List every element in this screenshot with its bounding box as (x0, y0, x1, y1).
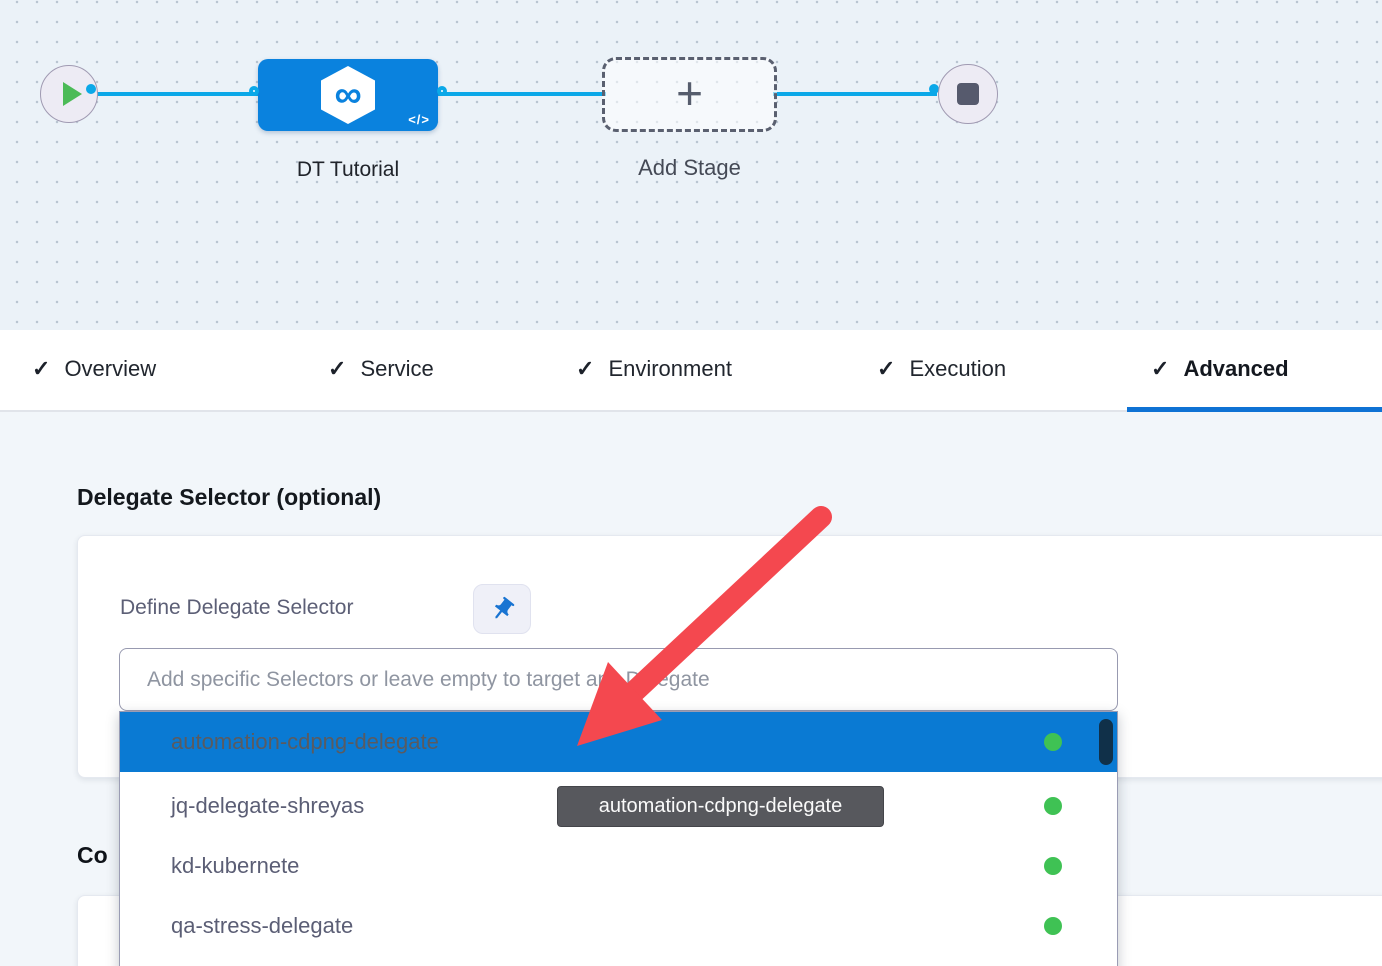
tab-environment[interactable]: ✓ Environment (576, 330, 732, 407)
tab-label: Advanced (1183, 355, 1289, 381)
stage-port-left[interactable] (249, 86, 259, 96)
tab-label: Service (360, 355, 434, 381)
delegate-status-dot (1044, 857, 1062, 875)
pipeline-connector-line (97, 92, 265, 96)
stage-port-right[interactable] (437, 86, 447, 96)
next-section-heading-partial: Co (77, 842, 108, 868)
harness-hexagon-logo-icon: ∞ (321, 66, 375, 124)
define-delegate-selector-label: Define Delegate Selector (120, 596, 354, 619)
stage-node-dt-tutorial[interactable]: ∞ </> (249, 59, 447, 131)
check-icon: ✓ (1151, 355, 1170, 381)
option-label: qa-stress-delegate (171, 913, 354, 938)
dropdown-option-jq-delegate-shreyas[interactable]: jq-delegate-shreyas (120, 776, 1117, 836)
add-stage-button[interactable]: + (602, 57, 777, 132)
delegate-selector-heading: Delegate Selector (optional) (77, 484, 382, 510)
delegate-tooltip: automation-cdpng-delegate (557, 786, 884, 827)
plus-icon: + (676, 66, 703, 119)
stop-icon (957, 83, 979, 105)
option-label: kd-kubernete (171, 853, 300, 878)
option-label: automation-cdpng-delegate (171, 729, 439, 754)
pipeline-end-node (938, 64, 998, 124)
tab-advanced[interactable]: ✓ Advanced (1151, 330, 1289, 407)
play-icon (63, 82, 82, 106)
infinity-glyph: ∞ (334, 74, 362, 116)
delegate-selector-input[interactable] (119, 648, 1118, 711)
pipeline-connector-line (773, 92, 937, 96)
pipeline-start-node (40, 65, 98, 123)
tabbar-divider (0, 410, 1382, 412)
tab-service[interactable]: ✓ Service (328, 330, 434, 407)
check-icon: ✓ (877, 355, 896, 381)
pin-button[interactable] (473, 584, 531, 634)
pin-icon (494, 596, 514, 618)
dropdown-option-qa-stress-delegate[interactable]: qa-stress-delegate (120, 896, 1117, 956)
stage-name-label: DT Tutorial (296, 158, 400, 181)
start-node-port[interactable] (86, 84, 96, 94)
tab-overview[interactable]: ✓ Overview (32, 330, 156, 407)
pipeline-canvas[interactable]: ∞ </> DT Tutorial + Add Stage (0, 0, 1382, 330)
dropdown-scrollbar-thumb[interactable] (1099, 719, 1113, 765)
active-tab-indicator (1127, 407, 1382, 412)
tab-label: Environment (608, 355, 732, 381)
tab-execution[interactable]: ✓ Execution (877, 330, 1006, 407)
stage-tabbar: ✓ Overview ✓ Service ✓ Environment ✓ Exe… (0, 330, 1382, 412)
tab-label: Overview (64, 355, 157, 381)
check-icon: ✓ (576, 355, 595, 381)
delegate-status-dot (1044, 733, 1062, 751)
check-icon: ✓ (328, 355, 347, 381)
delegate-status-dot (1044, 917, 1062, 935)
check-icon: ✓ (32, 355, 51, 381)
tab-label: Execution (909, 355, 1007, 381)
delegate-status-dot (1044, 797, 1062, 815)
end-node-port[interactable] (929, 84, 939, 94)
code-view-icon[interactable]: </> (408, 112, 430, 127)
dropdown-option-kd-kubernete[interactable]: kd-kubernete (120, 836, 1117, 896)
add-stage-label: Add Stage (638, 155, 741, 180)
option-label: jq-delegate-shreyas (171, 793, 365, 818)
tooltip-text: automation-cdpng-delegate (598, 795, 843, 817)
pipeline-connector-line (434, 92, 606, 96)
dropdown-option-automation-cdpng-delegate[interactable]: automation-cdpng-delegate (120, 712, 1117, 772)
delegate-options-dropdown: automation-cdpng-delegate jq-delegate-sh… (119, 711, 1118, 966)
